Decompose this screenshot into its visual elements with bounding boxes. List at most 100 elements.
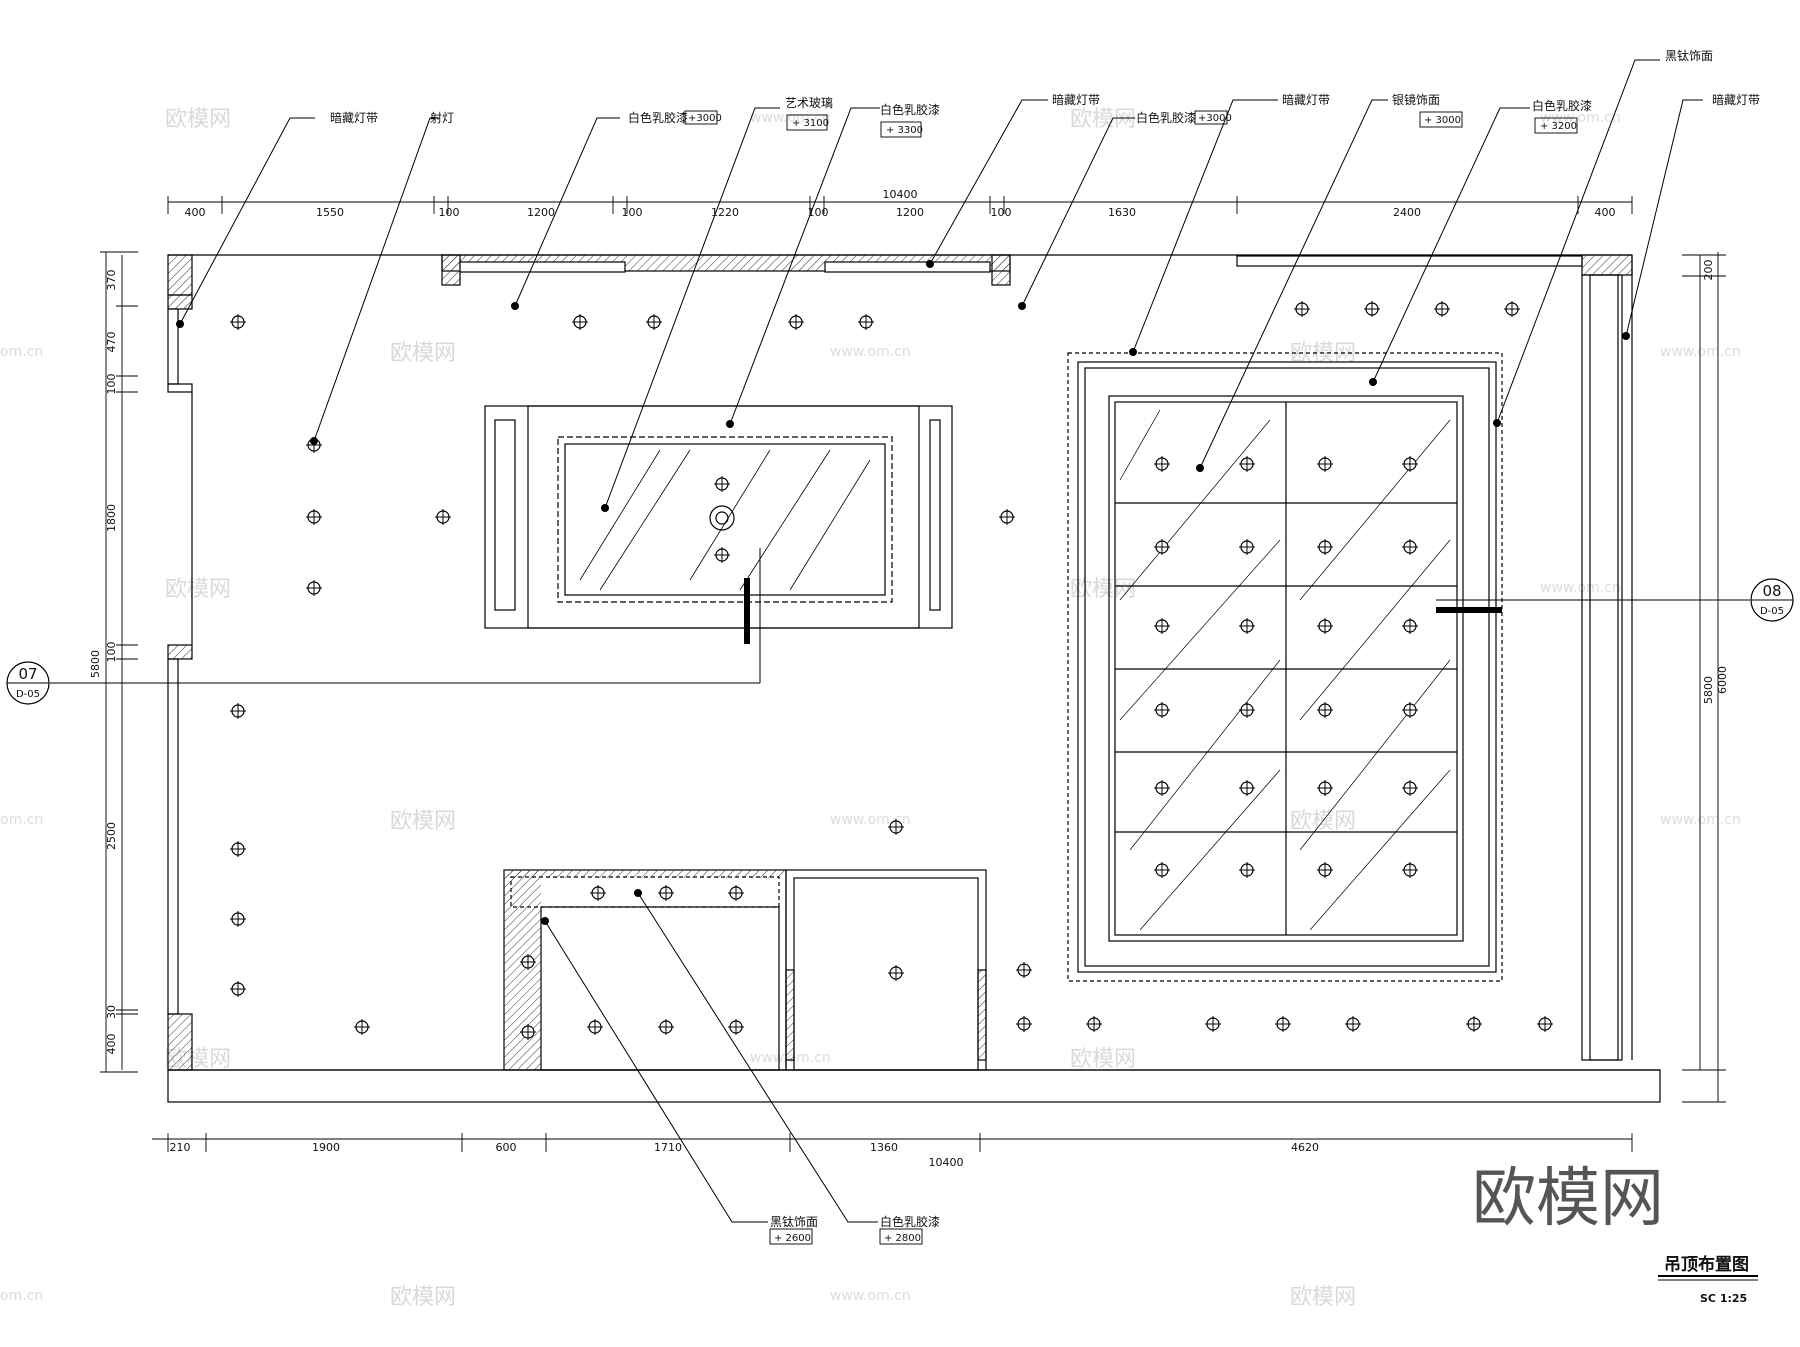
dimension-total: 5800 xyxy=(89,650,102,678)
dimension-value: 400 xyxy=(185,206,206,219)
brand-watermark: 欧模网 xyxy=(1472,1162,1664,1236)
watermark: 欧模网 xyxy=(165,577,231,602)
ceiling-island-silver-mirror xyxy=(1067,352,1503,982)
watermark-url: www.om.cn xyxy=(830,1288,911,1304)
dimension-value: 1900 xyxy=(312,1141,340,1154)
dimension-left-text: 370 470 100 1800 100 2500 30 400 5800 xyxy=(89,270,118,1055)
dimension-value: 1800 xyxy=(105,504,118,532)
top-callout-labels: 暗藏灯带 射灯 白色乳胶漆 +3000 艺术玻璃 + 3100 白色乳胶漆 + … xyxy=(330,48,1760,136)
elevation-boxes xyxy=(684,110,1578,1245)
dimension-total: 6000 xyxy=(1716,666,1729,694)
watermark: 欧模网 xyxy=(1070,1047,1136,1072)
dimension-value: 1360 xyxy=(870,1141,898,1154)
dimension-top-text: 10400 400 1550 100 1200 100 1220 100 120… xyxy=(185,188,1616,219)
elevation-tag: + 2800 xyxy=(884,1233,921,1244)
ceiling-bottom-black-titanium xyxy=(503,869,987,1071)
drawing-title: 吊顶布置图 xyxy=(1664,1254,1749,1275)
leader-lines xyxy=(179,59,1703,1223)
dimension-value: 1710 xyxy=(654,1141,682,1154)
section-sheet-ref: D-05 xyxy=(16,689,40,700)
elevation-tag: + 3300 xyxy=(886,125,923,136)
elevation-tag: + 2600 xyxy=(774,1233,811,1244)
dimension-value: 30 xyxy=(105,1005,118,1019)
section-marker-07: 07 D-05 xyxy=(6,548,761,705)
dimension-value: 1200 xyxy=(527,206,555,219)
callout-label: 白色乳胶漆 xyxy=(880,102,940,117)
ceiling-island-art-glass xyxy=(484,405,953,629)
callout-label: 艺术玻璃 xyxy=(785,96,833,110)
dimension-value: 2400 xyxy=(1393,206,1421,219)
dimension-value: 400 xyxy=(105,1034,118,1055)
callout-label: 暗藏灯带 xyxy=(1052,92,1100,107)
callout-label: 暗藏灯带 xyxy=(1282,92,1330,107)
dimension-value: 100 xyxy=(991,206,1012,219)
callout-label: 暗藏灯带 xyxy=(1712,92,1760,107)
dimension-value: 4620 xyxy=(1291,1141,1319,1154)
elevation-tag: + 3200 xyxy=(1540,121,1577,132)
dimension-value: 1220 xyxy=(711,206,739,219)
watermark: 欧模网 xyxy=(390,1285,456,1310)
dimension-top xyxy=(167,196,1633,214)
dimension-value: 600 xyxy=(496,1141,517,1154)
section-sheet-ref: D-05 xyxy=(1760,606,1784,617)
dimension-value: 1630 xyxy=(1108,206,1136,219)
section-marker-08: 08 D-05 xyxy=(1436,578,1794,622)
dimension-value: 370 xyxy=(105,270,118,291)
dimension-value: 100 xyxy=(105,374,118,395)
dimension-value: 100 xyxy=(105,642,118,663)
elevation-tag: +3000 xyxy=(1198,113,1232,124)
dimension-value: 2500 xyxy=(105,822,118,850)
dimension-total: 10400 xyxy=(883,188,918,201)
dimension-value: 100 xyxy=(622,206,643,219)
elevation-tag: + 3100 xyxy=(792,118,829,129)
callout-label: 暗藏灯带 xyxy=(330,110,378,125)
watermark: 欧模网 xyxy=(1070,577,1136,602)
downlight-fixtures xyxy=(229,300,1554,1041)
watermark: 欧模网 xyxy=(165,107,231,132)
callout-label: 白色乳胶漆 xyxy=(1136,110,1196,125)
drawing-scale: SC 1:25 xyxy=(1700,1292,1747,1305)
callout-label: 白色乳胶漆 xyxy=(880,1214,940,1229)
elevation-tag: + 3000 xyxy=(1424,115,1461,126)
dimension-bottom-text: 210 1900 600 1710 1360 4620 10400 xyxy=(170,1141,1320,1169)
callout-label: 白色乳胶漆 xyxy=(628,110,688,125)
watermark-layer: 欧模网 欧模网 www.om.cn www.om.cn 欧模网 欧模网 om.c… xyxy=(0,107,1741,1310)
dimension-value: 5800 xyxy=(1702,676,1715,704)
bottom-callout-labels: 黑钛饰面 + 2600 白色乳胶漆 + 2800 xyxy=(770,1214,940,1244)
dimension-left xyxy=(100,251,138,1073)
dimension-bottom xyxy=(152,1133,1633,1152)
dimension-right-text: 200 5800 6000 xyxy=(1702,260,1729,705)
callout-label: 黑钛饰面 xyxy=(770,1214,818,1229)
watermark-url: om.cn xyxy=(0,1288,43,1304)
watermark-url: www.om.cn xyxy=(750,110,831,126)
dimension-value: 100 xyxy=(808,206,829,219)
dimension-value: 100 xyxy=(439,206,460,219)
section-number: 07 xyxy=(18,665,37,683)
watermark: 欧模网 xyxy=(1290,1285,1356,1310)
watermark-url: www.om.cn xyxy=(1540,110,1621,126)
dimension-total: 10400 xyxy=(929,1156,964,1169)
watermark-url: om.cn xyxy=(0,344,43,360)
dimension-value: 210 xyxy=(170,1141,191,1154)
watermark: 欧模网 xyxy=(390,341,456,366)
dimension-right xyxy=(1682,252,1726,1103)
callout-label: 黑钛饰面 xyxy=(1665,48,1713,63)
watermark-url: www.om.cn xyxy=(830,344,911,360)
dimension-value: 470 xyxy=(105,332,118,353)
watermark-url: www.om.cn xyxy=(1540,580,1621,596)
callout-label: 白色乳胶漆 xyxy=(1532,98,1592,113)
callout-dots xyxy=(176,260,1630,925)
elevation-tag: +3000 xyxy=(688,113,722,124)
callout-label: 银镜饰面 xyxy=(1392,92,1440,107)
dimension-value: 1550 xyxy=(316,206,344,219)
dimension-value: 400 xyxy=(1595,206,1616,219)
walls xyxy=(167,254,1661,1103)
watermark: 欧模网 xyxy=(390,809,456,834)
watermark: 欧模网 xyxy=(1290,809,1356,834)
watermark: 欧模网 xyxy=(1070,107,1136,132)
callout-label: 射灯 xyxy=(430,110,454,125)
watermark-url: om.cn xyxy=(0,812,43,828)
title-block: 吊顶布置图 SC 1:25 xyxy=(1658,1254,1758,1305)
section-number: 08 xyxy=(1762,582,1781,600)
